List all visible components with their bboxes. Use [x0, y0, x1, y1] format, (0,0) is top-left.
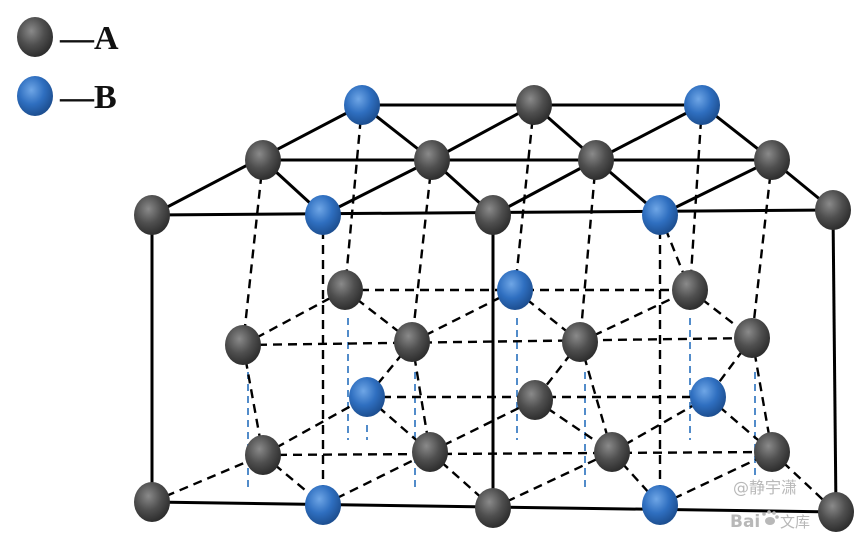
atom-a: [134, 482, 170, 522]
watermark: @静宇潇 Bai 文库: [730, 478, 810, 532]
atom-b: [305, 485, 341, 525]
atom-b: [349, 377, 385, 417]
atom-a: [578, 140, 614, 180]
hidden-bond-line: [262, 450, 773, 457]
watermark-brand-suffix: 文库: [780, 513, 810, 531]
atom-a: [818, 492, 854, 532]
hidden-bond-line: [579, 288, 691, 344]
watermark-author: @静宇潇: [733, 478, 797, 497]
lattice-atoms: [134, 85, 854, 532]
hidden-bond-line: [429, 398, 536, 454]
atom-a: [562, 322, 598, 362]
atom-a: [225, 325, 261, 365]
legend-item-a: —A: [17, 17, 119, 57]
legend-label-a: —A: [59, 20, 119, 57]
atom-a: [517, 380, 553, 420]
bond-line: [831, 209, 838, 513]
atom-b: [642, 195, 678, 235]
hidden-bond-line: [151, 453, 264, 504]
hidden-bond-line: [242, 288, 346, 347]
hidden-bond-line: [322, 450, 431, 507]
paw-icon: [762, 510, 779, 525]
hidden-bond-line: [241, 159, 265, 346]
bond-line: [659, 158, 773, 217]
legend-label-b: —B: [59, 79, 117, 116]
hidden-bond-line: [366, 341, 413, 398]
hidden-bond-line: [410, 159, 434, 343]
legend: —A —B: [17, 17, 119, 116]
atom-a: [134, 195, 170, 235]
atom-a: [394, 322, 430, 362]
legend-item-b: —B: [17, 76, 117, 116]
blue-atom-icon: [17, 76, 53, 116]
atom-a: [414, 140, 450, 180]
atom-b: [305, 195, 341, 235]
atom-b: [497, 270, 533, 310]
atom-b: [690, 377, 726, 417]
hidden-bond-line: [343, 104, 364, 291]
atom-a: [475, 488, 511, 528]
gray-atom-icon: [17, 17, 53, 57]
hidden-bond-line: [611, 395, 709, 454]
atom-a: [245, 435, 281, 475]
atom-a: [327, 270, 363, 310]
atom-a: [245, 140, 281, 180]
watermark-brand: Bai: [730, 512, 760, 532]
atom-a: [754, 432, 790, 472]
atom-a: [754, 140, 790, 180]
atom-b: [642, 485, 678, 525]
hidden-bond-line: [242, 336, 753, 347]
atom-a: [672, 270, 708, 310]
bond-line: [322, 158, 433, 217]
bond-line: [431, 103, 535, 162]
hidden-bond-line: [578, 159, 598, 343]
atom-b: [684, 85, 720, 125]
hidden-bond-line: [262, 395, 368, 457]
bond-line: [595, 103, 703, 162]
hidden-bond-line: [611, 451, 661, 506]
bond-line: [492, 158, 597, 217]
hidden-bond-line: [492, 450, 613, 510]
atom-a: [594, 432, 630, 472]
atom-b: [344, 85, 380, 125]
atom-a: [734, 318, 770, 358]
hidden-bond-line: [750, 159, 774, 339]
atom-a: [516, 85, 552, 125]
hidden-bond-line: [411, 288, 516, 344]
atom-a: [475, 195, 511, 235]
hidden-bond-line: [659, 450, 773, 507]
atom-a: [815, 190, 851, 230]
atom-a: [412, 432, 448, 472]
